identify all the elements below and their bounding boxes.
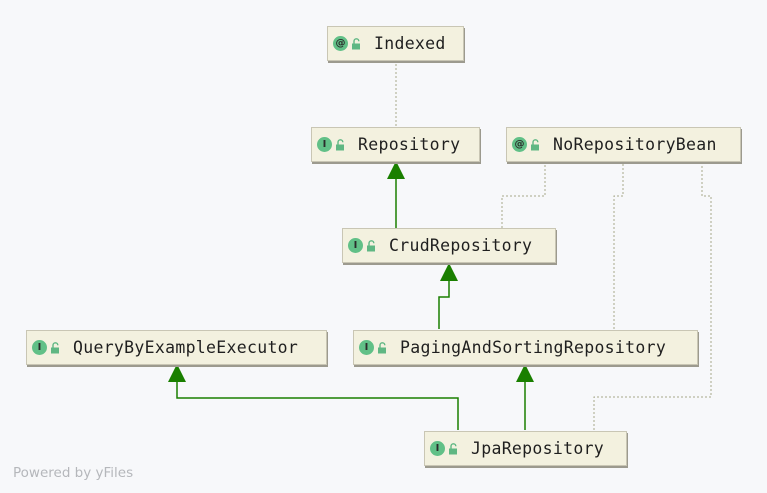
node-crudrepository[interactable]: I CrudRepository (342, 228, 556, 263)
interface-icon: I (317, 137, 332, 152)
node-label: NoRepositoryBean (553, 135, 717, 154)
open-lock-icon (378, 341, 386, 353)
node-label: CrudRepository (389, 236, 533, 255)
open-lock-icon (531, 138, 539, 150)
interface-icon: I (430, 441, 445, 456)
node-querybyexampleexecutor[interactable]: I QueryByExampleExecutor (26, 330, 327, 365)
open-lock-icon (51, 341, 59, 353)
open-lock-icon (352, 37, 360, 49)
open-lock-icon (367, 239, 375, 251)
edge-paging-crud (438, 263, 458, 329)
node-pagingandsortingrepository[interactable]: I PagingAndSortingRepository (353, 330, 698, 365)
node-jparepository[interactable]: I JpaRepository (424, 431, 627, 466)
interface-icon: I (359, 340, 374, 355)
edge-paging-norepositorybean (613, 164, 624, 329)
powered-by-footer: Powered by yFiles (13, 465, 134, 481)
node-label: JpaRepository (471, 439, 605, 458)
node-norepositorybean[interactable]: @ NoRepositoryBean (506, 127, 741, 162)
node-indexed[interactable]: @ Indexed (327, 26, 464, 61)
interface-icon: I (32, 340, 47, 355)
node-label: PagingAndSortingRepository (400, 338, 667, 357)
edge-jpa-norepositorybean (593, 164, 712, 430)
annotation-icon: @ (333, 36, 348, 51)
open-lock-icon (336, 138, 344, 150)
node-repository[interactable]: I Repository (311, 127, 480, 162)
node-label: Indexed (374, 34, 446, 53)
node-label: Repository (358, 135, 461, 154)
node-label: QueryByExampleExecutor (73, 338, 299, 357)
edge-jpa-querybyexample (168, 364, 459, 430)
edge-crud-norepositorybean (501, 164, 546, 228)
open-lock-icon (449, 442, 457, 454)
interface-icon: I (348, 238, 363, 253)
annotation-icon: @ (512, 137, 527, 152)
